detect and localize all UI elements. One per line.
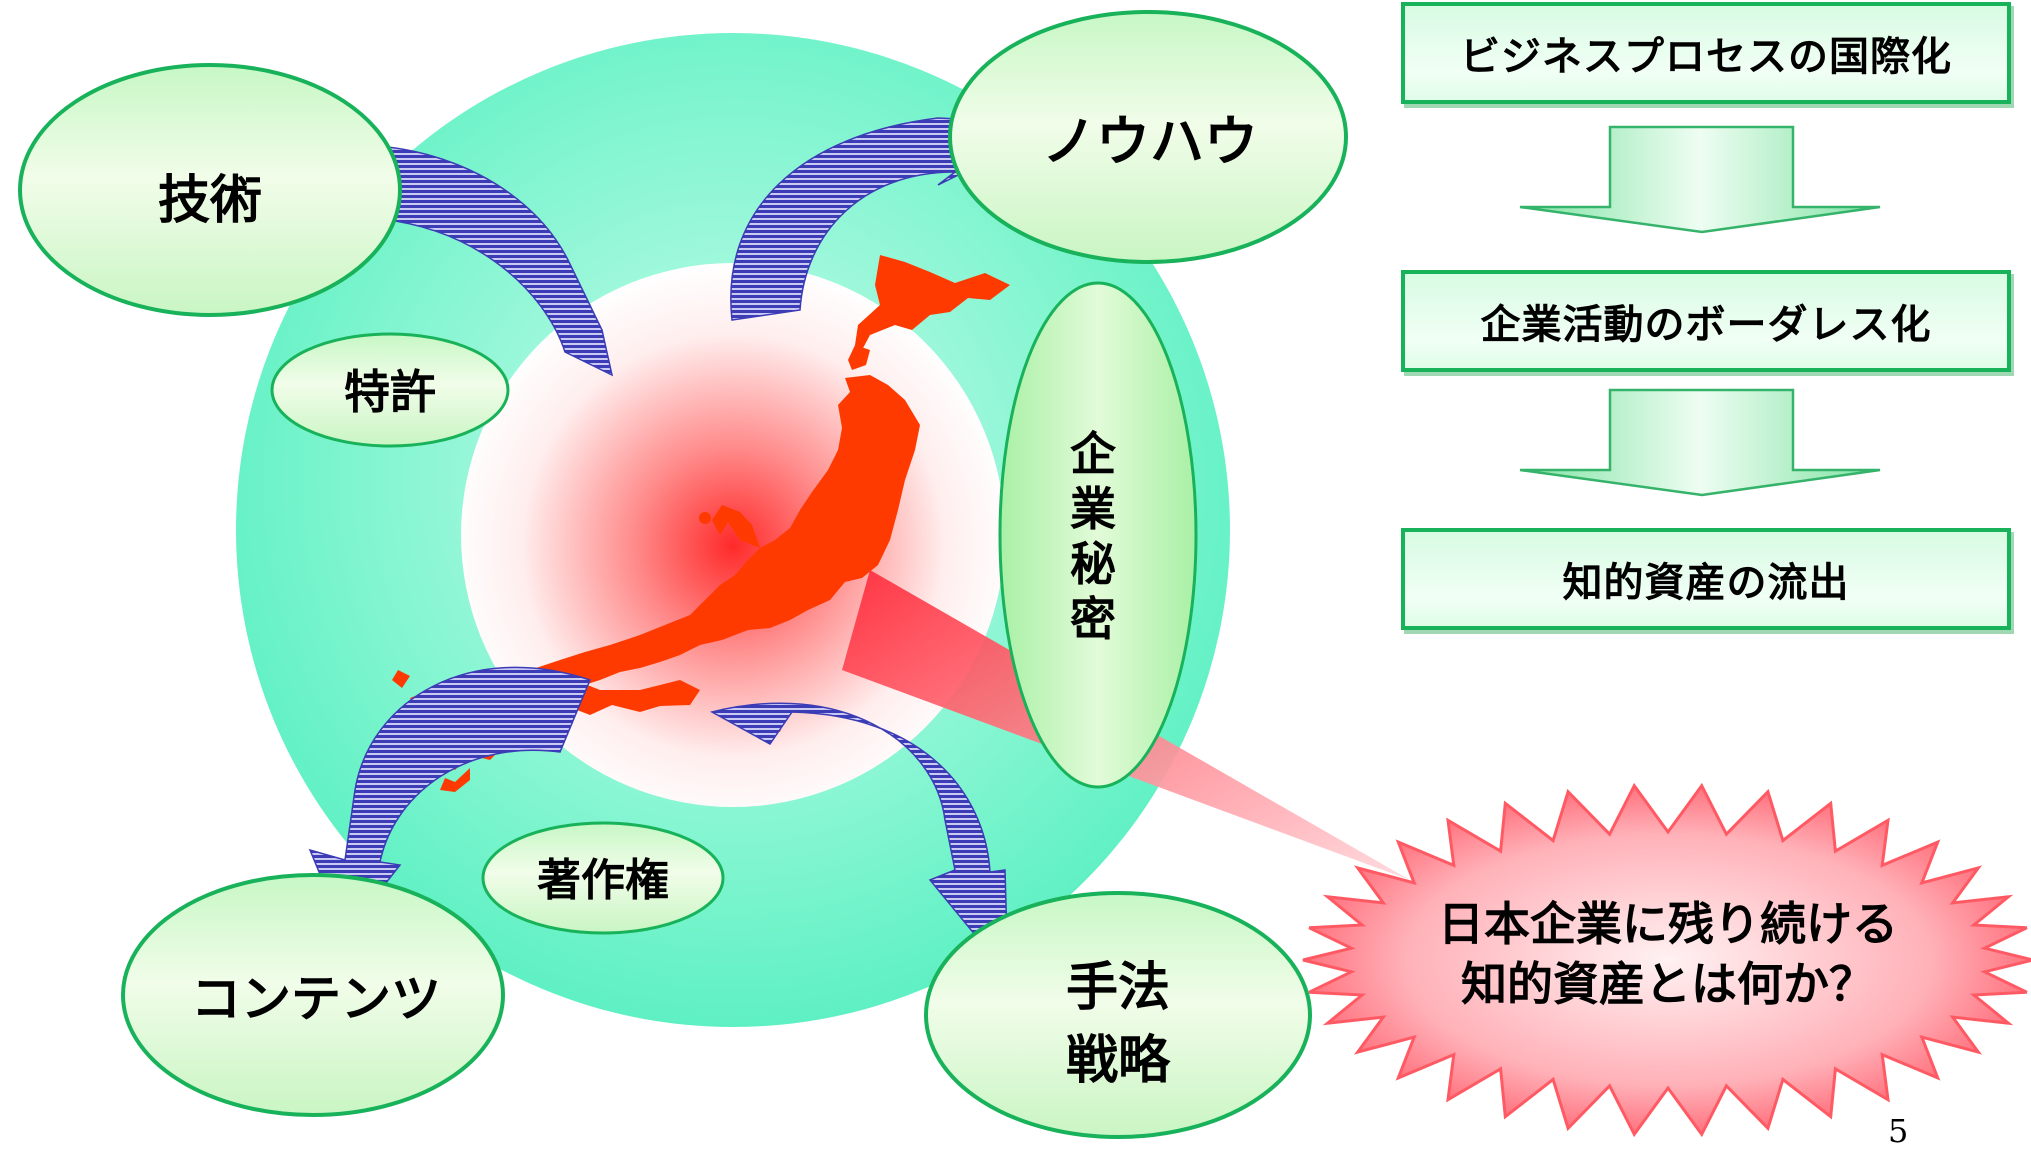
flow-step-internationalization: ビジネスプロセスの国際化 [1401, 2, 2011, 104]
node-kigyo-himitsu-char-2: 業 [1070, 482, 1116, 536]
arrow-center-to-contents [308, 666, 592, 937]
callout-burst: 日本企業に残り続ける 知的資産とは何か？ [1302, 782, 2031, 1138]
node-kigyo-himitsu-char-1: 企 [1070, 427, 1117, 481]
callout-line-2: 知的資産とは何か？ [1461, 957, 1875, 1011]
node-kigyo-himitsu-char-3: 秘 [1070, 537, 1116, 591]
node-shuhou-label-2: 戦略 [1066, 1031, 1171, 1091]
flow-step-outflow: 知的資産の流出 [1401, 528, 2011, 630]
node-kigyo-himitsu: 企 業 秘 密 [998, 281, 1198, 789]
node-contents-label: コンテンツ [191, 970, 441, 1028]
flow-down-arrow-2 [1519, 388, 1881, 497]
flow-step-borderless: 企業活動のボーダレス化 [1401, 270, 2011, 372]
node-shuhou-label-1: 手法 [1066, 958, 1170, 1018]
page-number: 5 [1888, 1112, 1909, 1150]
node-shuhou: 手法 戦略 [924, 891, 1312, 1139]
node-gijutsu-label: 技術 [158, 171, 262, 231]
flow-step-label: 企業活動のボーダレス化 [1480, 302, 1932, 348]
node-tokkyo: 特許 [270, 332, 510, 448]
node-contents: コンテンツ [121, 873, 505, 1117]
node-nouhau: ノウハウ [948, 10, 1348, 264]
node-gijutsu: 技術 [18, 63, 402, 317]
node-tokkyo-label: 特許 [344, 365, 436, 419]
node-kigyo-himitsu-char-4: 密 [1070, 592, 1116, 646]
node-chosakuken: 著作権 [481, 821, 725, 935]
flow-down-arrow-1 [1519, 125, 1881, 234]
flow-step-label: ビジネスプロセスの国際化 [1460, 34, 1952, 80]
node-chosakuken-label: 著作権 [537, 855, 669, 906]
callout-line-1: 日本企業に残り続ける [1438, 897, 1898, 951]
flow-step-label: 知的資産の流出 [1562, 560, 1850, 606]
node-nouhau-label: ノウハウ [1042, 110, 1258, 173]
